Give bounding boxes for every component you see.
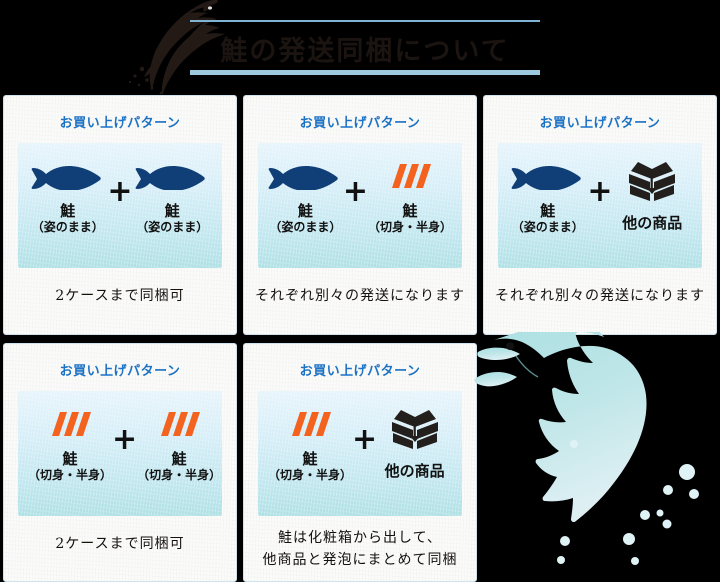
salmon-fillet-slices-icon — [388, 155, 432, 199]
whole-fish-icon — [511, 155, 585, 199]
item-sub: （姿のまま） — [31, 220, 104, 235]
salmon-fillet-slices-icon — [157, 403, 201, 447]
salmon-fillet-slices-icon — [288, 403, 332, 447]
jumping-salmon-illustration — [474, 332, 699, 565]
plus-operator: + — [342, 174, 368, 209]
card-title: お買い上げパターン — [59, 364, 181, 379]
plus-operator: + — [352, 422, 378, 457]
item-sub: （切身・半身） — [28, 468, 113, 483]
page-title: 鮭の発送同梱について — [220, 35, 510, 67]
header-rule-top — [190, 20, 540, 22]
item-sub: （姿のまま） — [136, 220, 209, 235]
item-name: 鮭 — [540, 202, 556, 220]
pattern-card-1: お買い上げパターン 鮭 （姿のまま） + 鮭 （姿のまま） — [3, 95, 237, 335]
open-box-icon — [626, 155, 678, 207]
card-caption: それぞれ別々の発送になります — [255, 288, 465, 304]
item-name: 鮭 — [60, 202, 76, 220]
item-sub: （切身・半身） — [367, 220, 452, 235]
pattern-item: 鮭 （姿のまま） — [268, 143, 343, 236]
card-caption: 鮭は化粧箱から出して、 他商品と発泡にまとめて同梱 — [244, 528, 476, 571]
card-title: お買い上げパターン — [59, 116, 181, 131]
water-bubbles-icon — [557, 440, 699, 565]
card-title: お買い上げパターン — [299, 364, 421, 379]
whole-fish-icon — [31, 155, 105, 199]
card-caption: それぞれ別々の発送になります — [495, 288, 705, 304]
pattern-card-5: お買い上げパターン 鮭 （切身・半身） + 他の商品 — [243, 343, 477, 582]
item-sub: （切身・半身） — [268, 468, 353, 483]
pattern-items: 鮭 （切身・半身） + 他の商品 — [258, 391, 462, 516]
pattern-illustration-panel: 鮭 （姿のまま） + 鮭 （切身・半身） — [258, 143, 462, 268]
caption-line-1: 鮭は化粧箱から出して、 — [278, 530, 442, 546]
item-name: 他の商品 — [622, 214, 683, 232]
open-box-icon — [389, 403, 441, 455]
whole-fish-icon — [135, 155, 209, 199]
plus-operator: + — [587, 174, 613, 209]
item-name: 鮭 — [302, 450, 318, 468]
pattern-items: 鮭 （姿のまま） + 他の商品 — [498, 143, 702, 268]
pattern-item: 鮭 （切身・半身） — [368, 143, 452, 236]
pattern-item: 鮭 （姿のまま） — [133, 143, 212, 236]
pattern-illustration-panel: 鮭 （切身・半身） + 他の商品 — [258, 391, 462, 516]
plus-operator: + — [112, 422, 138, 457]
whole-fish-icon — [268, 155, 342, 199]
card-title: お買い上げパターン — [539, 116, 661, 131]
pattern-card-4: お買い上げパターン 鮭 （切身・半身） + 鮭 （切身・半身） — [3, 343, 237, 582]
pattern-card-3: お買い上げパターン 鮭 （姿のまま） + 他の商品 — [483, 95, 717, 335]
item-name: 鮭 — [164, 202, 180, 220]
plus-operator: + — [107, 174, 133, 209]
pattern-item: 鮭 （切身・半身） — [28, 391, 112, 484]
pattern-item: 他の商品 — [377, 391, 452, 480]
card-title: お買い上げパターン — [299, 116, 421, 131]
pattern-items: 鮭 （切身・半身） + 鮭 （切身・半身） — [18, 391, 222, 516]
pattern-illustration-panel: 鮭 （切身・半身） + 鮭 （切身・半身） — [18, 391, 222, 516]
leaping-salmon-silhouette-icon — [128, 0, 225, 96]
card-caption: 2ケースまで同梱可 — [55, 288, 185, 304]
pattern-items: 鮭 （姿のまま） + 鮭 （姿のまま） — [18, 143, 222, 268]
pattern-item: 鮭 （切身・半身） — [268, 391, 352, 484]
card-caption: 2ケースまで同梱可 — [55, 536, 185, 552]
item-name: 鮭 — [171, 450, 187, 468]
item-sub: （切身・半身） — [137, 468, 222, 483]
item-sub: （姿のまま） — [511, 220, 584, 235]
page-header: 鮭の発送同梱について — [0, 0, 720, 96]
caption-line-2: 他商品と発泡にまとめて同梱 — [262, 551, 458, 568]
item-sub: （姿のまま） — [269, 220, 342, 235]
item-name: 鮭 — [62, 450, 78, 468]
pattern-illustration-panel: 鮭 （姿のまま） + 鮭 （姿のまま） — [18, 143, 222, 268]
header-rule-bottom — [190, 70, 540, 75]
item-name: 鮭 — [402, 202, 418, 220]
salmon-fillet-slices-icon — [48, 403, 92, 447]
pattern-items: 鮭 （姿のまま） + 鮭 （切身・半身） — [258, 143, 462, 268]
item-name: 他の商品 — [384, 462, 445, 480]
pattern-item: 他の商品 — [613, 143, 692, 232]
item-name: 鮭 — [297, 202, 313, 220]
pattern-card-2: お買い上げパターン 鮭 （姿のまま） + 鮭 （切身・半身） — [243, 95, 477, 335]
pattern-item: 鮭 （姿のまま） — [508, 143, 587, 236]
pattern-item: 鮭 （姿のまま） — [28, 143, 107, 236]
pattern-illustration-panel: 鮭 （姿のまま） + 他の商品 — [498, 143, 702, 268]
pattern-item: 鮭 （切身・半身） — [137, 391, 221, 484]
